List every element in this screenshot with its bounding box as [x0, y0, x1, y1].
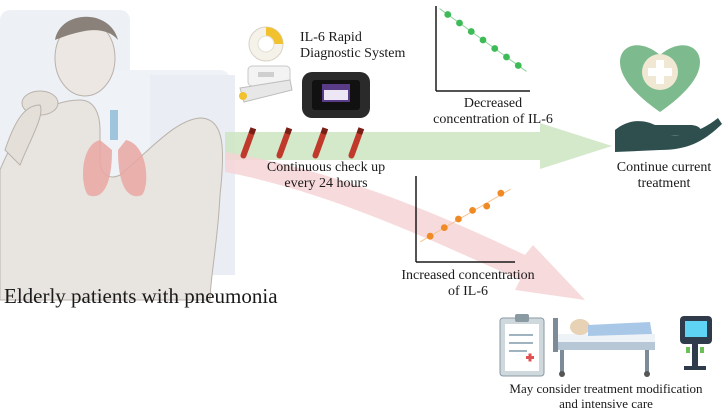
data-point: [491, 45, 499, 52]
heart-hand-icon: [615, 45, 722, 152]
patients-label: Elderly patients with pneumonia: [4, 284, 278, 308]
data-point: [483, 202, 491, 210]
lungs: [83, 110, 147, 197]
modify-label: May consider treatment modification and …: [509, 381, 703, 411]
data-point: [456, 19, 463, 27]
sample-vial-icon: [239, 79, 293, 103]
checkup-label: Continuous check up every 24 hours: [266, 160, 386, 192]
device-label: IL-6 Rapid Diagnostic System: [300, 30, 406, 62]
decreased-label: Decreased concentration of IL-6: [433, 96, 553, 128]
timer-icon: [248, 26, 284, 62]
continue-label: Continue current treatment: [616, 160, 712, 192]
trend-line: [419, 188, 512, 243]
data-point: [444, 11, 452, 18]
data-point: [467, 28, 475, 35]
hospital-bed-icon: [553, 318, 655, 377]
increased-label: Increased concentration of IL-6: [401, 268, 535, 300]
data-point: [455, 215, 462, 223]
increased-chart-axes: [415, 176, 515, 263]
data-point: [426, 232, 434, 240]
decreased-chart-points: [439, 8, 527, 72]
analyzer-device: [302, 72, 370, 118]
data-point: [440, 224, 448, 232]
data-point: [469, 207, 476, 214]
clipboard-icon: [499, 314, 545, 377]
data-point: [514, 62, 522, 69]
increased-chart-points: [419, 188, 512, 243]
data-point: [497, 189, 505, 197]
monitor-icon: [680, 316, 712, 370]
decreased-chart-axes: [435, 6, 530, 92]
data-point: [503, 53, 510, 61]
red-arrow: [225, 152, 585, 300]
blood-tubes: [240, 127, 365, 159]
data-point: [479, 36, 487, 44]
